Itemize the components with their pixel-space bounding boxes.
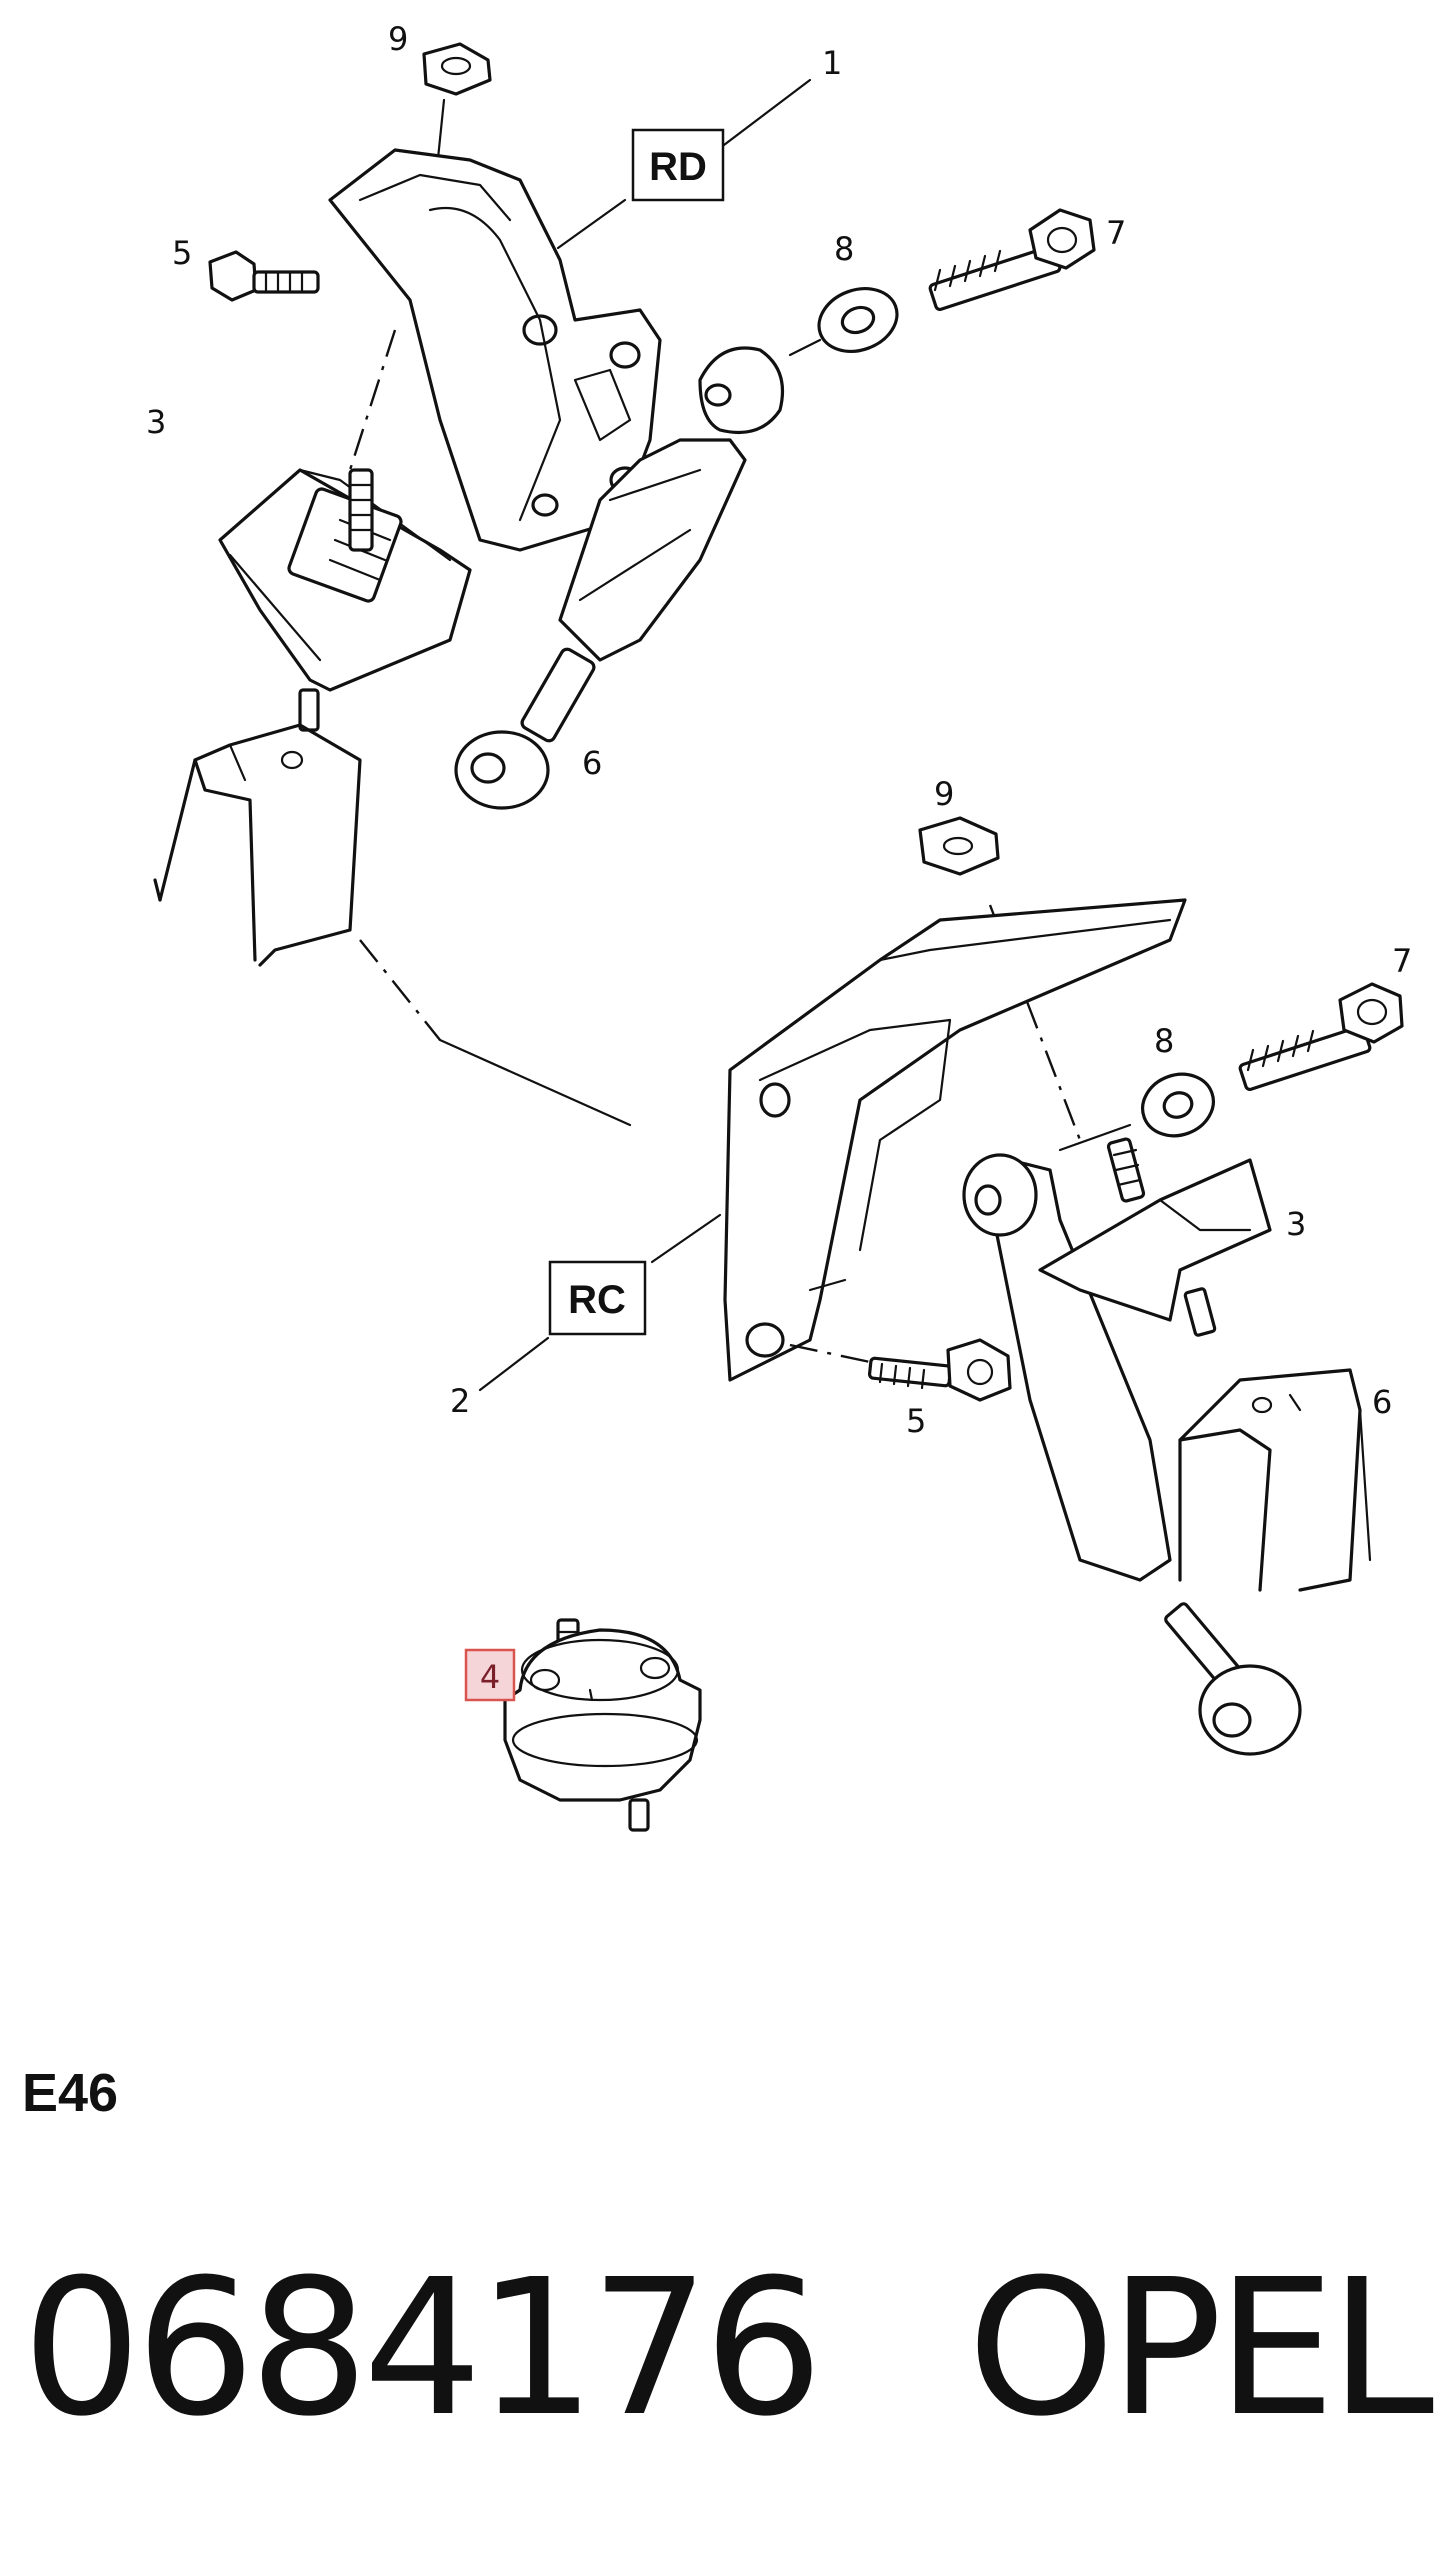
callout-9-lower: 9 xyxy=(934,775,954,813)
lower-assembly xyxy=(723,816,1404,1756)
bolt-5-upper xyxy=(208,250,320,302)
washer-8-upper xyxy=(788,287,899,357)
callout-5-upper: 5 xyxy=(172,234,192,272)
callout-9-upper: 9 xyxy=(388,20,408,58)
damper-6-upper xyxy=(454,346,785,810)
bolt-7-upper xyxy=(928,208,1096,312)
bolt-7-lower xyxy=(1238,982,1404,1092)
leader-lines xyxy=(478,78,812,1392)
callout-1: 1 xyxy=(822,44,842,82)
crossmember-upper xyxy=(153,723,632,1127)
tag-rd-text: RD xyxy=(649,145,707,189)
callout-4-highlight: 4 xyxy=(464,1648,516,1702)
brand-name: OPEL xyxy=(967,2239,1434,2458)
callout-7-lower: 7 xyxy=(1392,942,1412,980)
crossmember-lower xyxy=(1178,1368,1372,1592)
callout-2: 2 xyxy=(450,1382,470,1420)
engine-mount-4 xyxy=(503,1618,702,1832)
tag-rd: RD xyxy=(631,128,725,202)
tag-rc: RC xyxy=(548,1260,647,1336)
tag-rc-text: RC xyxy=(568,1278,626,1322)
callout-6-upper: 6 xyxy=(582,744,602,782)
callout-3-upper: 3 xyxy=(146,403,166,441)
washer-8-lower xyxy=(1058,1072,1215,1152)
nut-9-upper xyxy=(422,42,492,180)
model-label: E46 xyxy=(22,2063,119,2123)
part-number: 0684176 xyxy=(22,2239,823,2458)
callout-4: 4 xyxy=(480,1658,500,1696)
upper-assembly xyxy=(153,42,1096,1127)
mount-3-lower xyxy=(1038,1137,1272,1337)
bolt-5-lower xyxy=(789,1338,1012,1402)
callout-7-upper: 7 xyxy=(1106,214,1126,252)
bracket-rc xyxy=(723,898,1187,1382)
callout-numbers: 1 2 3 3 5 5 6 6 7 7 8 8 9 9 xyxy=(146,20,1412,1440)
callout-8-upper: 8 xyxy=(834,230,854,268)
callout-8-lower: 8 xyxy=(1154,1022,1174,1060)
damper-6-lower xyxy=(962,1153,1302,1756)
callout-5-lower: 5 xyxy=(906,1402,926,1440)
callout-3-lower: 3 xyxy=(1286,1205,1306,1243)
bracket-rd xyxy=(328,148,662,552)
mount-3-upper xyxy=(218,329,472,732)
callout-6-lower: 6 xyxy=(1372,1383,1392,1421)
